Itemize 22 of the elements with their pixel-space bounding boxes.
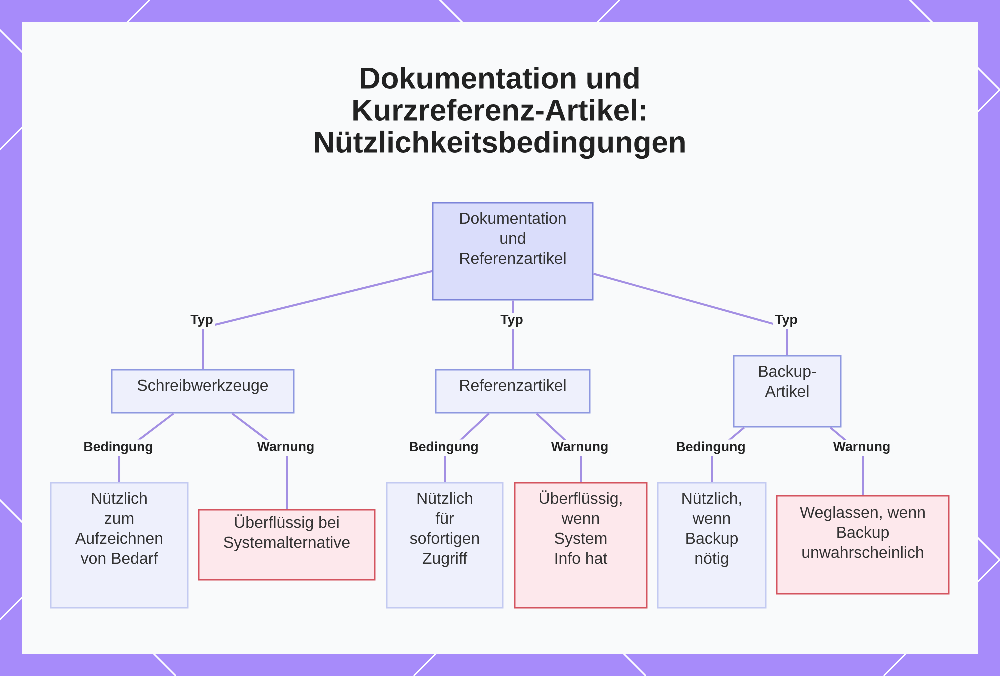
category-box: Backup-Artikel — [733, 355, 842, 428]
edge-label: Typ — [498, 313, 526, 329]
edge-label: Bedingung — [674, 440, 748, 456]
condition-box: Nützlich zum Aufzeichnen von Bedarf — [50, 482, 189, 609]
edge-label: Bedingung — [407, 440, 481, 456]
category-box: Schreibwerkzeuge — [111, 369, 295, 414]
condition-box: Nützlich für sofortigen Zugriff — [386, 482, 504, 609]
warning-box: Überflüssig, wenn System Info hat — [514, 482, 648, 609]
edge-label: Bedingung — [82, 440, 156, 456]
connector — [593, 273, 788, 356]
edge-label: Warnung — [549, 440, 611, 456]
warning-box: Überflüssig bei Systemalternative — [198, 509, 376, 581]
edge-label: Warnung — [255, 440, 317, 456]
edge-label: Typ — [773, 313, 800, 329]
warning-box: Weglassen, wenn Backup unwahrscheinlich — [776, 495, 950, 595]
category-box: Referenzartikel — [435, 369, 591, 414]
edge-label: Warnung — [831, 440, 893, 456]
title: Dokumentation und Kurzreferenz-Artikel: Nützlichkeitsbedingungen — [315, 66, 685, 160]
condition-box: Nützlich, wenn Backup nötig — [657, 482, 767, 609]
connector — [202, 270, 432, 370]
edge-label: Typ — [188, 313, 216, 329]
topic-box: Dokumentation und Referenzartikel — [432, 202, 594, 301]
